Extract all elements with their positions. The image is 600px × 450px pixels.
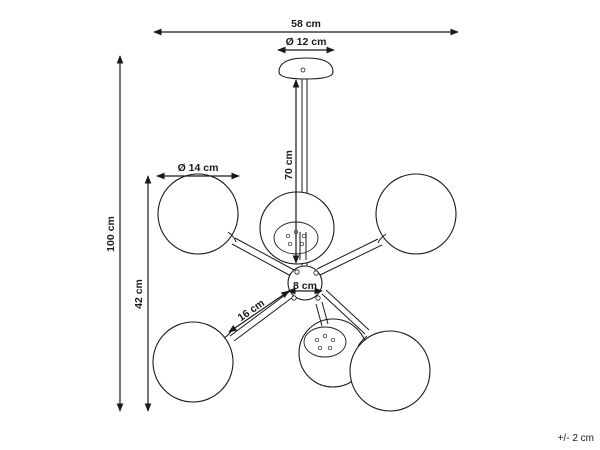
- tolerance-note: +/- 2 cm: [558, 433, 594, 444]
- back-globe-top: [259, 191, 335, 265]
- dim-overall-height: 100 cm: [105, 55, 124, 412]
- dim-body-height: 42 cm: [133, 175, 152, 412]
- globe-right-top: [375, 173, 457, 255]
- dim-hub-diameter: 8 cm: [287, 280, 323, 295]
- label-canopy-diameter: Ø 12 cm: [286, 36, 327, 48]
- label-hub-diameter: 8 cm: [293, 280, 317, 292]
- dim-overall-width: 58 cm: [153, 18, 459, 36]
- ceiling-canopy: [278, 57, 334, 80]
- label-overall-height: 100 cm: [105, 216, 117, 252]
- label-body-height: 42 cm: [133, 279, 145, 309]
- dim-canopy-diameter: Ø 12 cm: [277, 36, 335, 54]
- globe-right-bottom: [349, 330, 431, 412]
- label-globe-diameter: Ø 14 cm: [178, 162, 219, 174]
- globe-left-top: [157, 173, 239, 255]
- dim-globe-diameter: Ø 14 cm: [156, 162, 240, 180]
- dim-arm-length: 16 cm: [228, 290, 290, 333]
- globe-left-bottom: [152, 321, 234, 403]
- label-rod-length: 70 cm: [283, 150, 295, 180]
- dim-rod-length: 70 cm: [283, 79, 300, 264]
- label-overall-width: 58 cm: [291, 18, 321, 30]
